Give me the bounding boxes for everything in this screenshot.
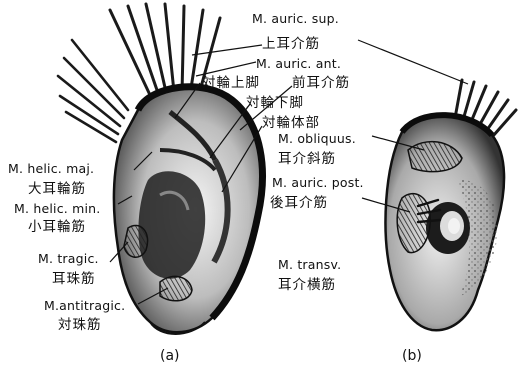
label-auric-post-jp: 後耳介筋: [270, 196, 328, 210]
label-crus-sup-jp: 対輪上脚: [202, 76, 260, 90]
tragus: [124, 225, 148, 257]
leader-auric-sup-a: [192, 45, 262, 55]
leader-auric-sup-b: [358, 40, 468, 84]
label-auric-sup-jp: 上耳介筋: [262, 37, 320, 51]
label-auric-ant-jp: 前耳介筋: [292, 76, 350, 90]
label-auric-sup-lat: M. auric. sup.: [252, 12, 339, 26]
label-antitragic-jp: 対珠筋: [58, 318, 102, 332]
label-antihelix-body-jp: 対輪体部: [262, 116, 320, 130]
label-crus-inf-jp: 対輪下脚: [246, 96, 304, 110]
label-auric-ant-lat: M. auric. ant.: [256, 57, 341, 71]
label-tragic-jp: 耳珠筋: [52, 272, 96, 286]
label-helic-min-lat: M. helic. min.: [14, 202, 100, 216]
label-antitragic-lat: M.antitragic.: [44, 299, 125, 313]
label-obliquus-lat: M. obliquus.: [278, 132, 356, 146]
label-auric-post-lat: M. auric. post.: [272, 176, 364, 190]
label-transv-jp: 耳介横筋: [278, 278, 336, 292]
panel-label-a: (a): [160, 348, 180, 364]
label-helic-maj-jp: 大耳輪筋: [28, 182, 86, 196]
label-helic-min-jp: 小耳輪筋: [28, 220, 86, 234]
ear-medial-view: [386, 80, 516, 330]
anterior-auricular-muscle: [58, 40, 128, 142]
label-tragic-lat: M. tragic.: [38, 252, 99, 266]
label-helic-maj-lat: M. helic. maj.: [8, 162, 94, 176]
label-transv-lat: M. transv.: [278, 258, 341, 272]
label-obliquus-jp: 耳介斜筋: [278, 152, 336, 166]
antitragus: [160, 276, 192, 300]
panel-label-b: (b): [402, 348, 422, 364]
